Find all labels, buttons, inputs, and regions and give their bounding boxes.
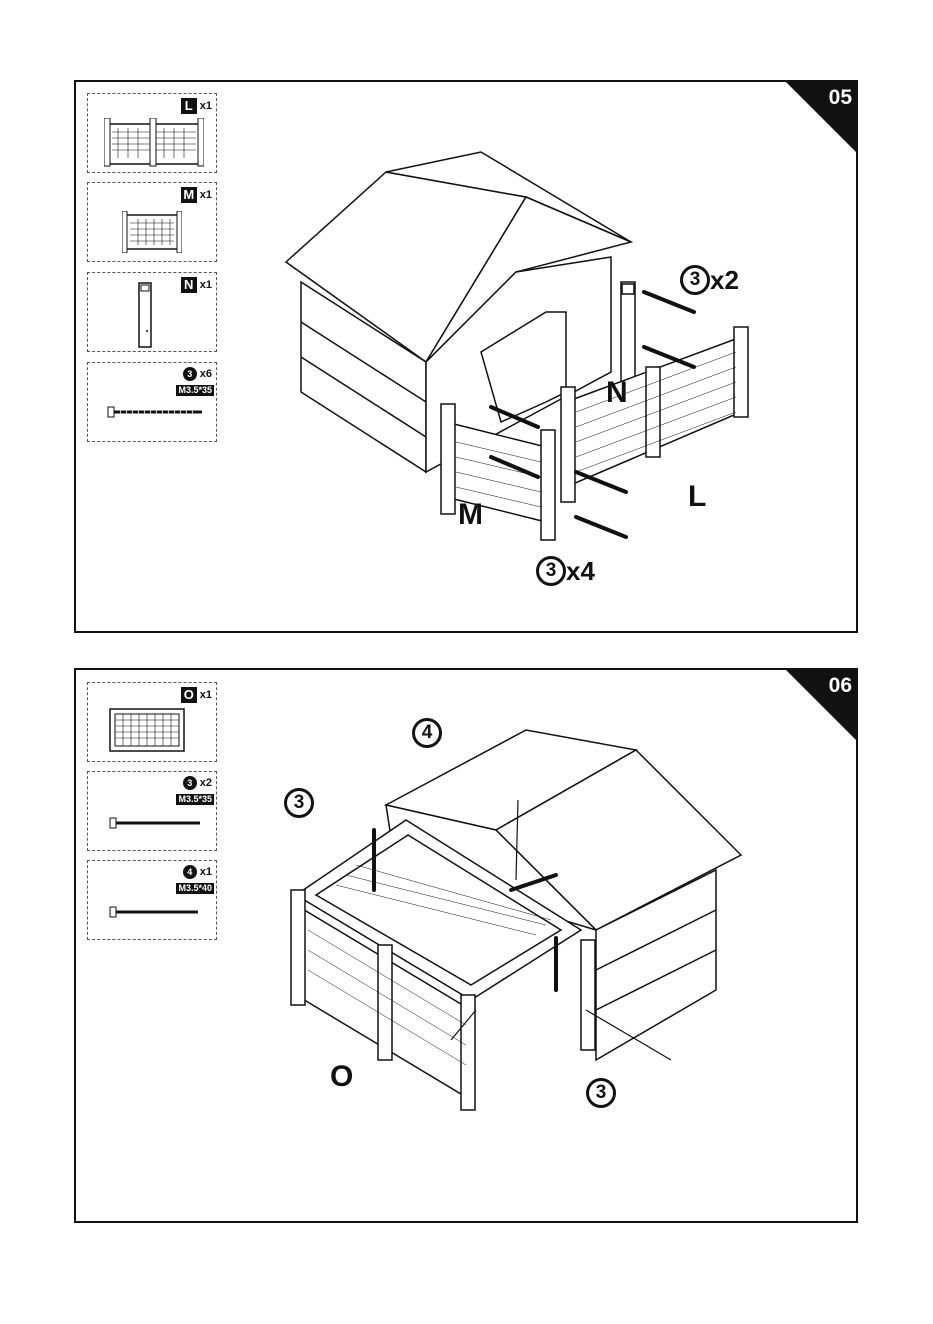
part-qty: x1 <box>200 866 212 878</box>
part-label-M: M <box>458 500 483 530</box>
screw-number-circle: 3 <box>536 556 566 586</box>
screw-callout-qty: x4 <box>566 556 595 586</box>
part-letter: L <box>181 98 197 114</box>
part-letter: N <box>181 277 197 293</box>
part-label-N: N <box>606 378 628 408</box>
screw-spec: M3.5*40 <box>176 883 214 894</box>
part-label-O: O <box>330 1062 353 1092</box>
screw-number: 3 <box>183 367 197 381</box>
screw-number-circle: 3 <box>586 1078 616 1108</box>
fence-panel-icon <box>108 707 188 755</box>
screw-number: 4 <box>183 865 197 879</box>
post-icon <box>136 281 156 349</box>
screw-callout-qty: x2 <box>710 265 739 295</box>
fence-panel-icon <box>104 118 204 168</box>
screw-spec: M3.5*35 <box>176 385 214 396</box>
screw-callout-3-left: 3 <box>284 788 314 818</box>
screw-callout-3-right: 3 <box>586 1078 616 1108</box>
screw-callout-4: 4 <box>412 718 442 748</box>
step-number: 06 <box>829 674 852 698</box>
part-letter: M <box>181 187 197 203</box>
screw-icon <box>106 403 206 423</box>
fence-panel-icon <box>122 211 182 253</box>
part-qty: x1 <box>200 279 212 291</box>
screw-icon <box>108 814 204 834</box>
part-qty: x6 <box>200 368 212 380</box>
screw-spec: M3.5*35 <box>176 794 214 805</box>
part-qty: x1 <box>200 100 212 112</box>
part-qty: x2 <box>200 777 212 789</box>
screw-number-circle: 3 <box>680 265 710 295</box>
screw-number-circle: 4 <box>412 718 442 748</box>
screw-number-circle: 3 <box>284 788 314 818</box>
part-qty: x1 <box>200 689 212 701</box>
screw-icon <box>108 903 204 923</box>
hutch-illustration <box>276 142 756 562</box>
step-number: 05 <box>829 86 852 110</box>
hutch-illustration <box>286 720 756 1120</box>
part-qty: x1 <box>200 189 212 201</box>
screw-callout-x2: 3 x2 <box>680 265 739 295</box>
part-letter: O <box>181 687 197 703</box>
screw-callout-x4: 3 x4 <box>536 556 595 586</box>
part-label-L: L <box>688 482 706 512</box>
screw-number: 3 <box>183 776 197 790</box>
